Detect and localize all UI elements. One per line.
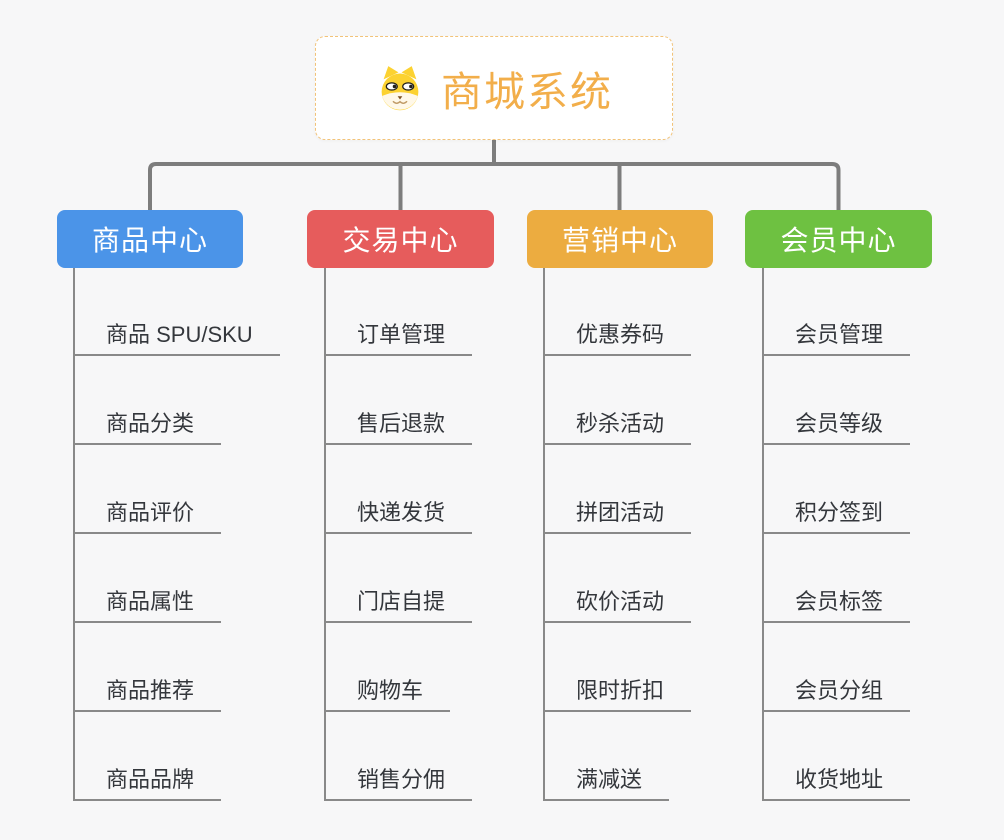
child-node[interactable]: 满减送 bbox=[543, 712, 670, 801]
branch-node-member-center[interactable]: 会员中心 bbox=[745, 210, 932, 268]
child-node[interactable]: 优惠券码 bbox=[543, 267, 692, 356]
child-node[interactable]: 快递发货 bbox=[324, 445, 473, 534]
child-label: 限时折扣 bbox=[576, 678, 665, 703]
child-label: 砍价活动 bbox=[576, 589, 665, 614]
branch-children-marketing-center: 优惠券码 秒杀活动 拼团活动 砍价活动 限时折扣 满减送 bbox=[543, 267, 692, 801]
branch-label: 营销中心 bbox=[561, 225, 678, 256]
shiba-dog-icon bbox=[381, 66, 419, 111]
child-node[interactable]: 商品评价 bbox=[73, 445, 222, 534]
child-label: 门店自提 bbox=[357, 589, 446, 614]
root-node[interactable]: 商城系统 bbox=[315, 36, 673, 140]
child-node[interactable]: 商品属性 bbox=[73, 534, 222, 623]
child-label: 销售分佣 bbox=[357, 767, 446, 792]
child-label: 商品品牌 bbox=[106, 767, 195, 792]
branch-node-product-center[interactable]: 商品中心 bbox=[57, 210, 243, 268]
child-label: 商品 SPU/SKU bbox=[106, 322, 253, 347]
child-label: 会员标签 bbox=[795, 589, 884, 614]
branch-label: 会员中心 bbox=[780, 225, 897, 256]
child-node[interactable]: 收货地址 bbox=[762, 712, 911, 801]
child-label: 商品分类 bbox=[106, 411, 195, 436]
child-node[interactable]: 门店自提 bbox=[324, 534, 473, 623]
branch-children-member-center: 会员管理 会员等级 积分签到 会员标签 会员分组 收货地址 bbox=[762, 267, 911, 801]
child-node[interactable]: 商品推荐 bbox=[73, 623, 222, 712]
child-node[interactable]: 会员等级 bbox=[762, 356, 911, 445]
child-label: 快递发货 bbox=[357, 500, 446, 525]
child-node[interactable]: 拼团活动 bbox=[543, 445, 692, 534]
child-node[interactable]: 积分签到 bbox=[762, 445, 911, 534]
child-node[interactable]: 会员分组 bbox=[762, 623, 911, 712]
child-node[interactable]: 售后退款 bbox=[324, 356, 473, 445]
child-node[interactable]: 商品品牌 bbox=[73, 712, 222, 801]
child-label: 积分签到 bbox=[795, 500, 884, 525]
branch-children-product-center: 商品 SPU/SKU 商品分类 商品评价 商品属性 商品推荐 商品品牌 bbox=[73, 267, 280, 801]
child-node[interactable]: 会员管理 bbox=[762, 267, 911, 356]
child-label: 售后退款 bbox=[357, 411, 446, 436]
child-node[interactable]: 销售分佣 bbox=[324, 712, 473, 801]
branch-label: 商品中心 bbox=[91, 225, 208, 256]
child-node[interactable]: 商品分类 bbox=[73, 356, 222, 445]
child-label: 满减送 bbox=[576, 767, 643, 792]
child-label: 订单管理 bbox=[357, 322, 446, 347]
child-label: 商品推荐 bbox=[106, 678, 195, 703]
child-label: 会员分组 bbox=[795, 678, 884, 703]
child-label: 商品评价 bbox=[106, 500, 195, 525]
child-label: 购物车 bbox=[357, 678, 424, 703]
child-node[interactable]: 购物车 bbox=[324, 623, 451, 712]
child-label: 优惠券码 bbox=[576, 322, 665, 347]
child-node[interactable]: 限时折扣 bbox=[543, 623, 692, 712]
branch-label: 交易中心 bbox=[342, 225, 459, 256]
child-label: 秒杀活动 bbox=[576, 411, 665, 436]
child-node[interactable]: 秒杀活动 bbox=[543, 356, 692, 445]
child-node[interactable]: 订单管理 bbox=[324, 267, 473, 356]
child-label: 会员等级 bbox=[795, 411, 884, 436]
child-node[interactable]: 商品 SPU/SKU bbox=[73, 267, 280, 356]
child-node[interactable]: 砍价活动 bbox=[543, 534, 692, 623]
branch-children-trade-center: 订单管理 售后退款 快递发货 门店自提 购物车 销售分佣 bbox=[324, 267, 473, 801]
child-label: 收货地址 bbox=[795, 767, 884, 792]
child-label: 商品属性 bbox=[106, 589, 195, 614]
branch-node-marketing-center[interactable]: 营销中心 bbox=[527, 210, 713, 268]
root-title: 商城系统 bbox=[441, 69, 613, 115]
child-label: 会员管理 bbox=[795, 322, 884, 347]
branch-node-trade-center[interactable]: 交易中心 bbox=[307, 210, 494, 268]
child-label: 拼团活动 bbox=[576, 500, 665, 525]
child-node[interactable]: 会员标签 bbox=[762, 534, 911, 623]
